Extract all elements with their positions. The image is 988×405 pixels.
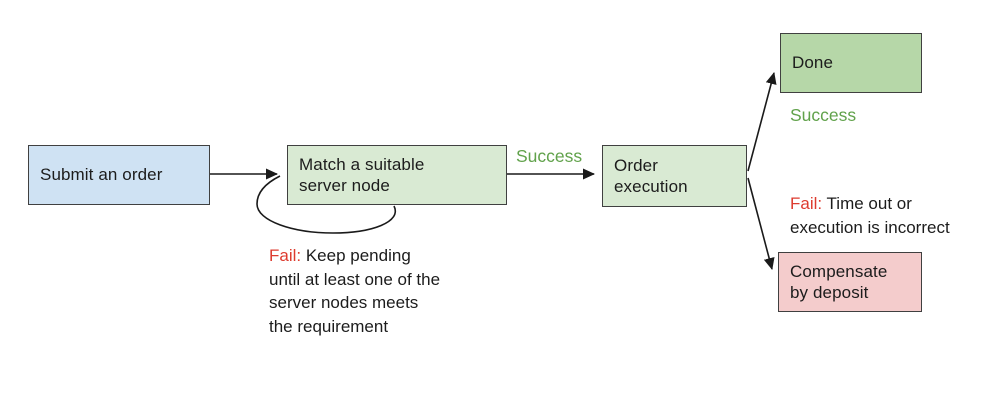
edge-label-success-match: Success [516,146,583,166]
arrow-order-to-done [747,72,777,172]
fail-note-line: execution is incorrect [790,217,950,237]
flow-node-submit-order: Submit an order [28,145,210,205]
arrow-order-to-compensate [747,177,775,270]
node-label-line: execution [614,177,688,196]
edge-label-success-done: Success [790,105,857,125]
node-label-line: Compensate [790,261,888,281]
fail-note-keep-pending: Fail: Keep pending until at least one of… [269,244,440,338]
node-label-line: Order [614,155,658,175]
fail-note-line: server nodes meets [269,293,419,312]
flow-node-done: Done [780,33,922,93]
fail-note-timeout: Fail: Time out or execution is incorrect [790,192,950,239]
fail-prefix: Fail: [269,246,302,265]
node-label: Submit an order [40,165,163,185]
node-label-line: Match a suitable [299,154,425,174]
arrow-match-retry-loop [256,175,397,234]
node-label: Done [792,53,834,73]
flow-node-match-server: Match a suitable server node [287,145,507,205]
flow-node-order-execution: Order execution [602,145,747,207]
fail-note-line: the requirement [269,316,389,336]
fail-prefix: Fail: [790,194,823,213]
fail-note-line: Fail: Time out or [790,194,912,213]
node-label-line: server node [299,176,390,195]
node-label-line: by deposit [790,283,869,302]
fail-note-line: until at least one of the [269,269,441,289]
fail-note-line: Fail: Keep pending [269,246,411,265]
flow-node-compensate: Compensate by deposit [778,252,922,312]
